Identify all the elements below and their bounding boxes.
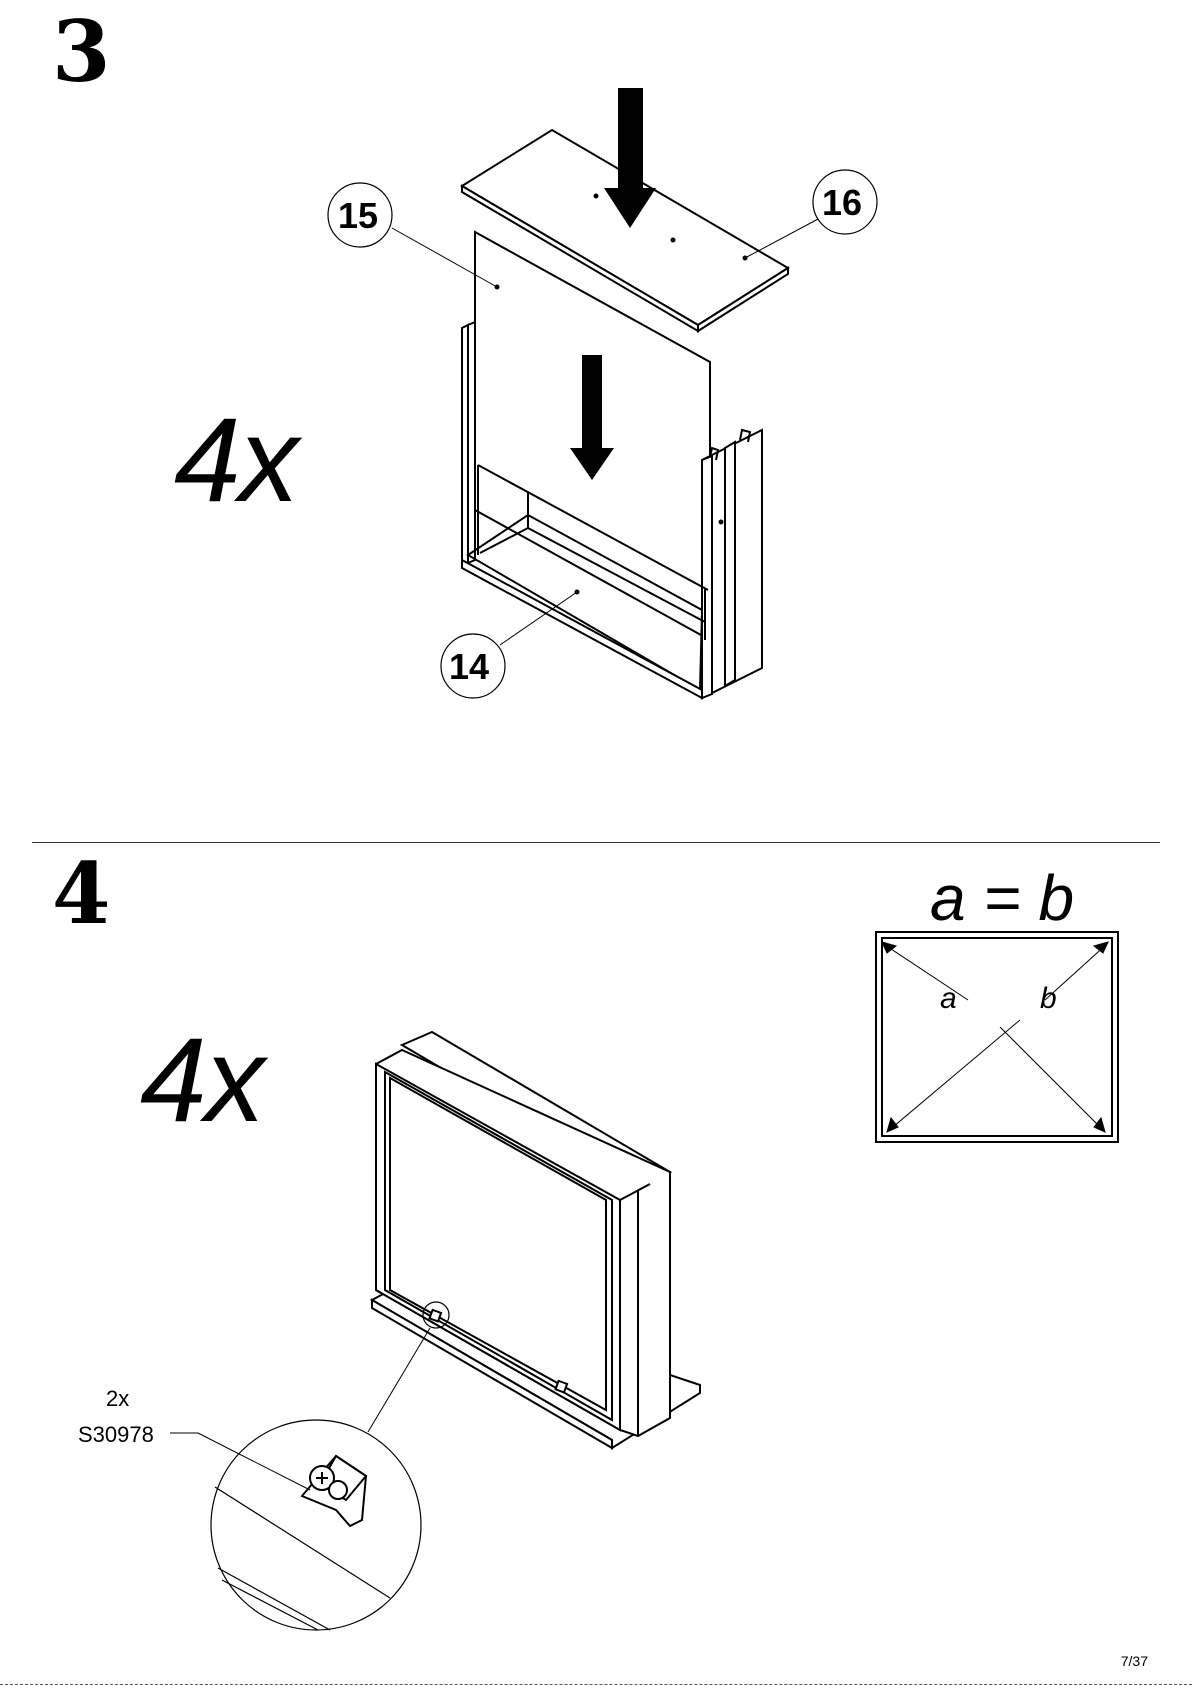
step-divider <box>32 842 1160 843</box>
part-label-15: 15 <box>338 195 378 237</box>
part-label-14: 14 <box>449 646 489 688</box>
step-3-drawing <box>328 88 877 698</box>
diagonal-a-label: a <box>940 982 957 1016</box>
squareness-check-diagram <box>876 932 1118 1142</box>
detail-magnifier <box>211 1420 421 1630</box>
step-4-number: 4 <box>52 852 110 936</box>
page-number: 7/37 <box>1121 1653 1148 1669</box>
squareness-equation: a = b <box>930 866 1074 930</box>
hardware-code: S30978 <box>78 1424 154 1446</box>
diagonal-b-label: b <box>1040 982 1057 1016</box>
step-4-quantity: 4x <box>140 1020 263 1140</box>
part-label-16: 16 <box>822 182 862 224</box>
hardware-quantity: 2x <box>106 1388 129 1410</box>
